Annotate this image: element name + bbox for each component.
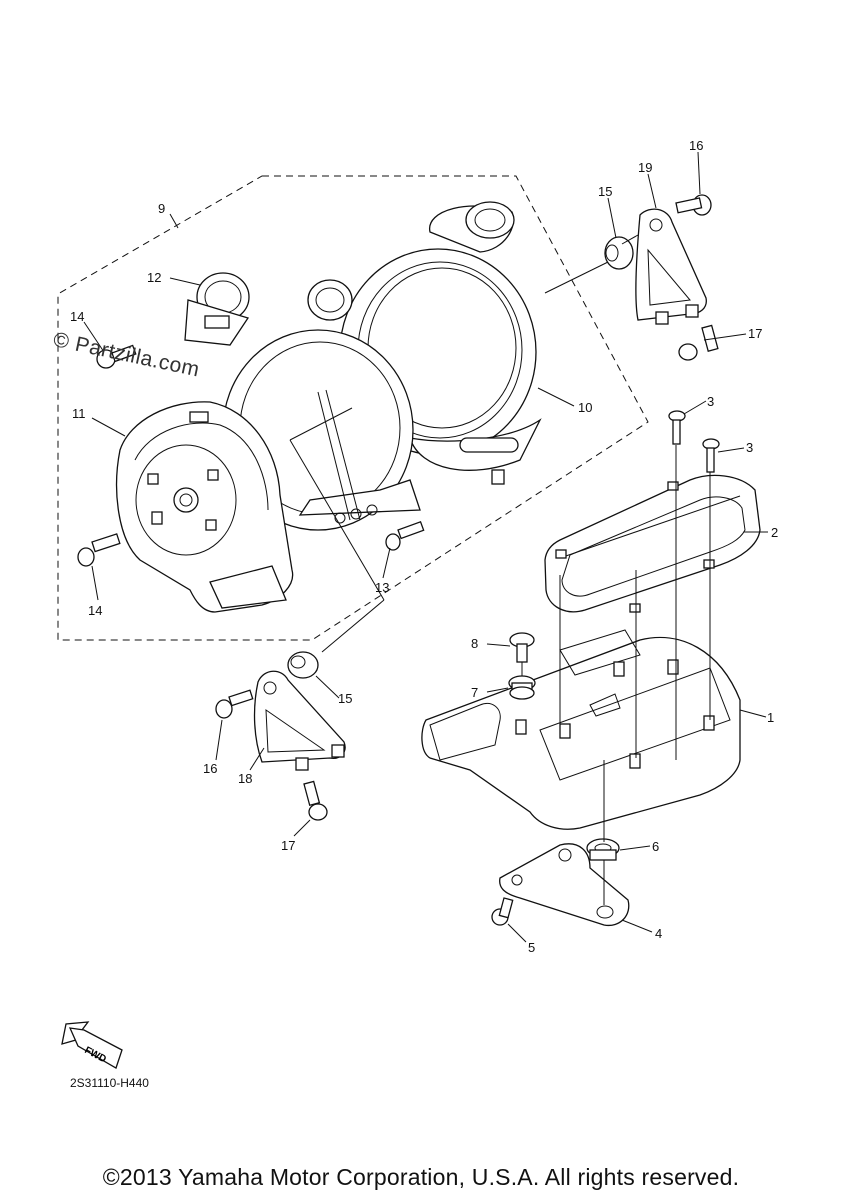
callout-16: 16 xyxy=(203,761,217,776)
leader-lines xyxy=(83,151,768,943)
callout-3: 3 xyxy=(707,394,714,409)
callout-17: 17 xyxy=(748,326,762,341)
part-16-bolt-upper xyxy=(675,194,712,216)
callout-12: 12 xyxy=(147,270,161,285)
callout-5: 5 xyxy=(528,940,535,955)
part-2-cover xyxy=(544,474,761,613)
part-4-bracket xyxy=(499,843,630,927)
callout-11: 11 xyxy=(72,406,86,421)
part-7-grommet xyxy=(508,675,536,700)
callout-19: 19 xyxy=(638,160,652,175)
part-5-screw xyxy=(491,897,514,926)
callout-3: 3 xyxy=(746,440,753,455)
part-13-screw xyxy=(385,520,425,551)
part-3-screw-left xyxy=(668,410,686,445)
part-1-tray xyxy=(421,629,741,830)
callout-15: 15 xyxy=(338,691,352,706)
callouts: 9 12 14 11 14 13 10 15 16 19 17 3 3 2 1 … xyxy=(70,138,778,955)
callout-6: 6 xyxy=(652,839,659,854)
copyright-notice: ©2013 Yamaha Motor Corporation, U.S.A. A… xyxy=(102,1164,740,1190)
part-14-screw-lower xyxy=(77,533,121,567)
part-16-bolt-lower xyxy=(215,689,254,719)
assembly-lines xyxy=(289,234,711,905)
part-8-bolt xyxy=(509,632,535,663)
part-12-bracket-ring xyxy=(184,272,250,346)
part-19-bracket xyxy=(635,208,707,325)
callout-2: 2 xyxy=(771,525,778,540)
callout-18: 18 xyxy=(238,771,252,786)
callout-14: 14 xyxy=(88,603,102,618)
callout-10: 10 xyxy=(578,400,592,415)
part-17-bolt-upper xyxy=(678,324,719,361)
part-15-damper-upper xyxy=(604,236,634,270)
fwd-arrow-icon: FWD xyxy=(61,1021,123,1069)
part-14-screw-upper xyxy=(96,344,137,369)
part-11-meter-cover xyxy=(115,401,294,613)
diagram-code: 2S31110-H440 xyxy=(70,1076,149,1090)
part-6-grommet xyxy=(586,838,620,861)
part-15-damper-lower xyxy=(287,651,319,679)
part-18-bracket xyxy=(253,670,346,771)
callout-13: 13 xyxy=(375,580,389,595)
callout-17: 17 xyxy=(281,838,295,853)
callout-14: 14 xyxy=(70,309,84,324)
callout-15: 15 xyxy=(598,184,612,199)
callout-9: 9 xyxy=(158,201,165,216)
callout-16: 16 xyxy=(689,138,703,153)
callout-7: 7 xyxy=(471,685,478,700)
callout-8: 8 xyxy=(471,636,478,651)
callout-1: 1 xyxy=(767,710,774,725)
part-17-bolt-lower xyxy=(303,780,328,821)
part-3-screw-right xyxy=(702,438,720,473)
callout-4: 4 xyxy=(655,926,662,941)
assembly-boundary xyxy=(57,175,649,641)
